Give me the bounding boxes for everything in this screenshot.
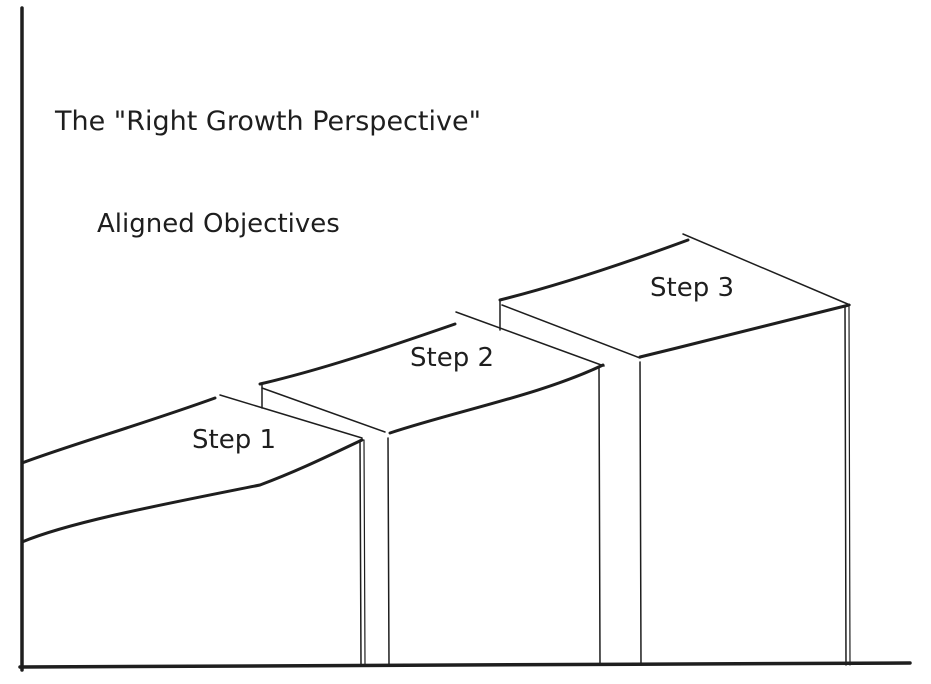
- step-1-top-back-edge: [219, 394, 363, 439]
- step-1-bottom-edge: [20, 438, 364, 544]
- step-2-top-right-edge: [455, 311, 605, 367]
- diagram-subtitle: Aligned Objectives: [97, 209, 340, 239]
- diagram-title: The "Right Growth Perspective": [54, 106, 481, 137]
- horizontal-axis: [18, 661, 912, 669]
- step-3-top-back-edge: [498, 238, 690, 302]
- step-2-top-back-edge: [258, 322, 457, 386]
- step-2-front-edge: [388, 363, 605, 435]
- step-3-top-left-edge: [501, 304, 641, 359]
- step-3-right-edge: [844, 306, 847, 666]
- step-2-block: [258, 311, 605, 666]
- step-3-front-edge: [638, 303, 851, 359]
- step-1-label: Step 1: [192, 425, 276, 455]
- step-2-left-face: [387, 437, 390, 666]
- step-3-label: Step 3: [650, 273, 734, 303]
- step-1-block: [20, 394, 366, 666]
- step-1-right-edge: [359, 439, 362, 666]
- step-3-top-right-edge: [682, 233, 851, 306]
- step-3-left-face: [639, 361, 642, 666]
- step-3-block: [498, 233, 851, 666]
- step-2-label: Step 2: [410, 343, 494, 373]
- step-1-right-edge-2: [363, 439, 366, 666]
- step-3-right-edge-2: [848, 306, 851, 666]
- step-2-top-left-edge: [261, 387, 386, 433]
- step-1-top-front-edge: [20, 396, 217, 465]
- step-2-right-edge: [598, 367, 601, 666]
